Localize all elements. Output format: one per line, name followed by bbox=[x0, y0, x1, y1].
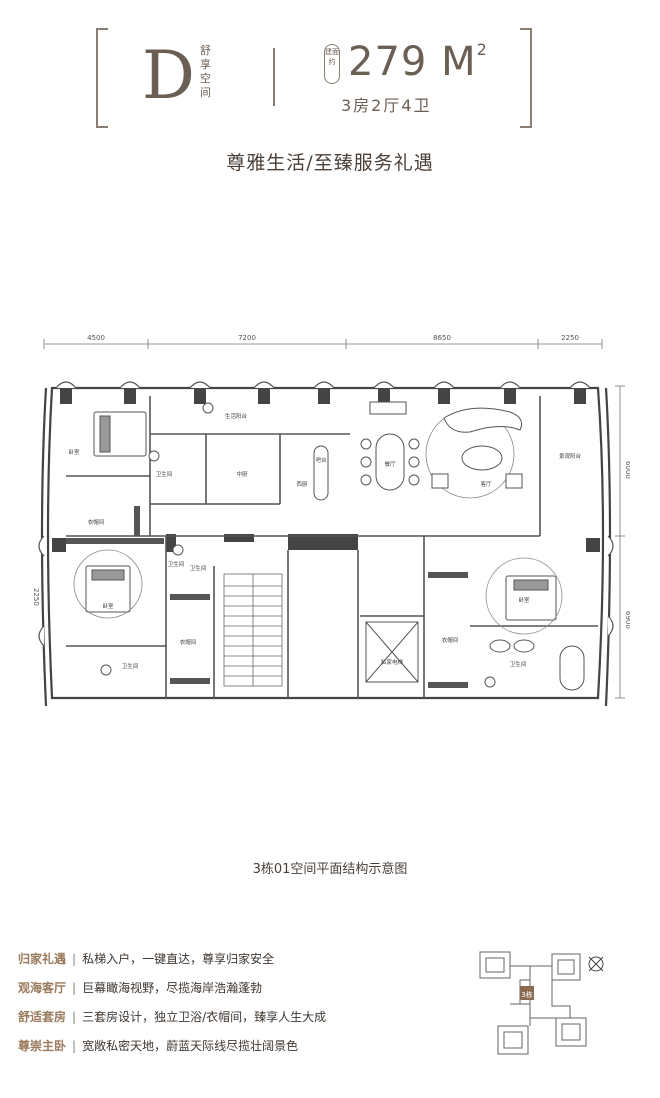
closet-racks bbox=[66, 506, 468, 688]
dining-table bbox=[360, 433, 420, 491]
room-label-bath-mid: 卫生间 bbox=[190, 564, 207, 572]
feature-description: 宽敞私密天地，蔚蓝天际线尽揽壮阔景色 bbox=[82, 1039, 299, 1053]
feature-item: 归家礼遇 | 私梯入户，一键直达，尊享归家安全 bbox=[18, 950, 326, 979]
room-label-bath-w: 卫生间 bbox=[122, 662, 139, 670]
room-label-living: 客厅 bbox=[480, 480, 492, 488]
living-sofa bbox=[369, 401, 523, 489]
floor-plan: 4500 7200 8650 2250 6000 6900 2250 bbox=[32, 334, 630, 707]
key-plan: 3栋 bbox=[479, 951, 604, 1055]
plan-caption: 3栋01空间平面结构示意图 bbox=[252, 862, 408, 877]
feature-item: 舒适套房 | 三套房设计，独立卫浴/衣帽间，臻享人生大成 bbox=[18, 1008, 326, 1037]
room-label-bedroom-e: 卧室 bbox=[518, 596, 530, 604]
room-label-bedroom-nw: 卧室 bbox=[68, 448, 80, 456]
staircase bbox=[223, 573, 283, 687]
header-divider bbox=[273, 48, 275, 106]
feature-item: 尊崇主卧 | 宽敞私密天地，蔚蓝天际线尽揽壮阔景色 bbox=[18, 1037, 326, 1066]
key-plan-unit-label: 3栋 bbox=[521, 990, 532, 999]
feature-title: 舒适套房 bbox=[18, 1010, 67, 1024]
room-label-bath-e: 卫生间 bbox=[510, 660, 527, 668]
area-label: 建面约 bbox=[324, 44, 340, 84]
room-count: 3房2厅4卫 bbox=[341, 96, 432, 115]
slogan: 尊雅生活/至臻服务礼遇 bbox=[226, 152, 434, 174]
room-label-closet-mid: 衣帽间 bbox=[180, 638, 197, 646]
exterior-walls bbox=[40, 386, 612, 707]
feature-separator: | bbox=[72, 952, 77, 966]
bay-windows bbox=[38, 381, 614, 647]
dimension-line-right bbox=[615, 385, 625, 699]
header-bracket-right bbox=[520, 28, 532, 128]
area-unit-superscript: 2 bbox=[476, 40, 488, 59]
unit-type-subtitle: 舒享空间 bbox=[200, 44, 211, 99]
room-label-view-balcony: 景观阳台 bbox=[559, 452, 582, 460]
rugs bbox=[73, 409, 563, 635]
north-compass-icon bbox=[588, 956, 604, 972]
bathtub bbox=[559, 645, 585, 691]
room-label-closet-e: 衣帽间 bbox=[442, 636, 459, 644]
area-number: 279 M bbox=[348, 39, 477, 85]
room-label-bath-nw: 卫生间 bbox=[156, 470, 173, 478]
feature-item: 观海客厅 | 巨幕瞰海视野，尽揽海岸浩瀚蓬勃 bbox=[18, 979, 326, 1008]
interior-walls bbox=[66, 396, 598, 698]
feature-description: 三套房设计，独立卫浴/衣帽间，臻享人生大成 bbox=[82, 1010, 327, 1024]
bar-counter bbox=[313, 445, 329, 501]
dimension-left: 2250 bbox=[32, 588, 40, 606]
header-bracket-left bbox=[96, 28, 108, 128]
room-label-closet-w: 衣帽间 bbox=[88, 518, 105, 526]
unit-type-letter: D bbox=[142, 37, 195, 114]
feature-description: 私梯入户，一键直达，尊享归家安全 bbox=[82, 952, 275, 966]
sanitary-fixtures bbox=[100, 402, 535, 688]
feature-description: 巨幕瞰海视野，尽揽海岸浩瀚蓬勃 bbox=[82, 981, 263, 995]
dimension-top-1: 4500 bbox=[87, 334, 105, 342]
private-elevator bbox=[365, 621, 419, 683]
structural-columns bbox=[52, 388, 600, 552]
key-plan-outline bbox=[479, 951, 587, 1055]
room-label-living-balcony: 生活阳台 bbox=[225, 412, 248, 420]
room-label-bar: 吧台 bbox=[315, 456, 327, 464]
room-label-bedroom-w: 卧室 bbox=[102, 602, 114, 610]
header: D 舒享空间 建面约 279 M2 3房2厅4卫 bbox=[96, 28, 532, 128]
feature-title: 观海客厅 bbox=[18, 981, 67, 995]
feature-list: 归家礼遇 | 私梯入户，一键直达，尊享归家安全 观海客厅 | 巨幕瞰海视野，尽揽海岸浩瀚… bbox=[18, 950, 326, 1066]
feature-separator: | bbox=[72, 1010, 77, 1024]
dimension-top-4: 2250 bbox=[561, 334, 579, 342]
beds bbox=[85, 411, 557, 621]
key-plan-unit-highlight bbox=[520, 986, 534, 1000]
room-label-bath-sw: 卫生间 bbox=[168, 560, 185, 568]
dimension-line-top bbox=[43, 339, 603, 349]
feature-separator: | bbox=[72, 1039, 77, 1053]
feature-separator: | bbox=[72, 981, 77, 995]
dimension-right-2: 6900 bbox=[624, 611, 630, 629]
dimension-top-3: 8650 bbox=[433, 334, 451, 342]
dimension-top-2: 7200 bbox=[238, 334, 256, 342]
room-label-western-kitchen: 西厨 bbox=[296, 481, 308, 488]
feature-title: 尊崇主卧 bbox=[18, 1039, 67, 1053]
room-label-elevator: 私家电梯 bbox=[381, 658, 404, 666]
area-value: 279 M2 bbox=[348, 38, 488, 86]
room-label-kitchen: 中厨 bbox=[236, 470, 248, 478]
dimension-right-1: 6000 bbox=[624, 461, 630, 479]
room-label-dining: 餐厅 bbox=[384, 460, 396, 468]
feature-title: 归家礼遇 bbox=[18, 952, 67, 966]
